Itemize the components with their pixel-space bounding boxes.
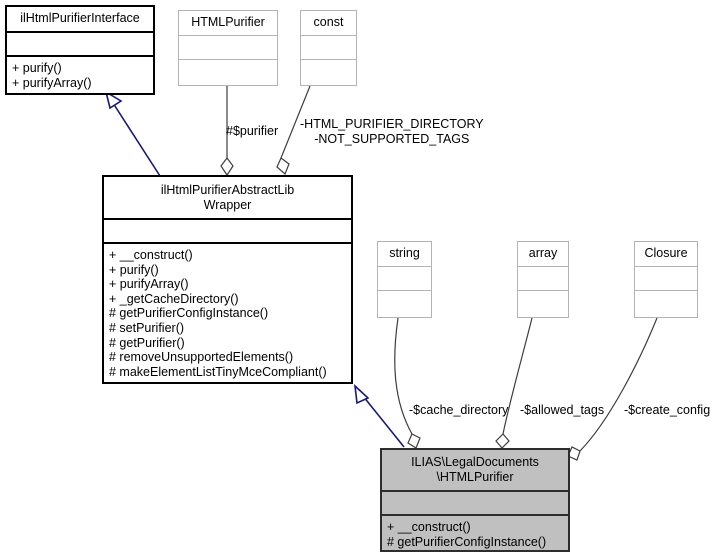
class-box-ilhtmlpurifierinterface[interactable]: ilHtmlPurifierInterface + purify() + pur…: [5, 5, 155, 95]
operation-purify: + purify(): [12, 61, 62, 75]
class-title-const: const: [313, 15, 344, 29]
class-title-closure: Closure: [644, 246, 688, 260]
class-operations-array: [518, 290, 568, 317]
class-box-const[interactable]: const: [300, 10, 357, 86]
edge-label-create-config: -$create_config: [624, 403, 711, 417]
operation-purifyarray: + purifyArray(): [12, 75, 92, 90]
class-attributes-ilias-legaldocuments-htmlpurifier: [382, 490, 568, 514]
class-attributes-array: [518, 266, 568, 290]
class-operations-const: [301, 58, 356, 86]
class-attributes-const: [301, 35, 356, 59]
class-attributes-htmlpurifier: [179, 35, 277, 59]
operation-construct: + __construct(): [387, 520, 471, 534]
class-box-array[interactable]: array: [517, 241, 569, 318]
class-title-ilias-legaldocuments-htmlpurifier: ILIAS\LegalDocuments \HTMLPurifier: [411, 455, 539, 484]
operation-makeelementlisttinymcecompliant: # makeElementListTinyMceCompliant(): [109, 364, 327, 379]
edge-aggregation-array-to-legaldocuments: [495, 317, 533, 449]
class-attributes-closure: [635, 266, 697, 290]
edge-inheritance-legaldocuments-to-abstractwrapper: [353, 383, 405, 448]
operation-setpurifier: # setPurifier(): [109, 320, 185, 335]
class-attributes-string: [378, 266, 431, 290]
operation-purifyarray: + purifyArray(): [109, 277, 189, 292]
class-box-htmlpurifier[interactable]: HTMLPurifier: [178, 10, 278, 86]
class-box-closure[interactable]: Closure: [634, 241, 698, 318]
class-operations-htmlpurifier: [179, 58, 277, 86]
operation-construct: + __construct(): [109, 248, 193, 262]
class-title-ilhtmlpurifierabstractlibwrapper: ilHtmlPurifierAbstractLib Wrapper: [160, 183, 295, 212]
class-attributes-ilhtmlpurifierinterface: [7, 31, 153, 55]
operation-purify: + purify(): [109, 262, 159, 277]
class-box-ilhtmlpurifierabstractlibwrapper[interactable]: ilHtmlPurifierAbstractLib Wrapper + __co…: [102, 175, 353, 384]
class-box-string[interactable]: string: [377, 241, 432, 318]
operation-removeunsupportedelements: # removeUnsupportedElements(): [109, 350, 294, 365]
class-operations-ilhtmlpurifierabstractlibwrapper: + __construct() + purify() + purifyArray…: [104, 242, 351, 384]
class-operations-ilhtmlpurifierinterface: + purify() + purifyArray(): [7, 55, 153, 95]
class-title-ilhtmlpurifierinterface: ilHtmlPurifierInterface: [20, 11, 140, 25]
operation-getpurifierconfiginstance: # getPurifierConfigInstance(): [109, 306, 269, 321]
class-operations-closure: [635, 290, 697, 317]
edge-inheritance-abstractwrapper-to-interface: [104, 90, 161, 177]
edge-label-purifier: #$purifier: [226, 124, 279, 138]
class-attributes-ilhtmlpurifierabstractlibwrapper: [104, 218, 351, 242]
class-operations-string: [378, 290, 431, 317]
class-box-ilias-legaldocuments-htmlpurifier[interactable]: ILIAS\LegalDocuments \HTMLPurifier + __c…: [380, 448, 570, 552]
edge-label-cache-directory: -$cache_directory: [409, 403, 509, 417]
edge-label-const-constants: -HTML_PURIFIER_DIRECTORY -NOT_SUPPORTED_…: [300, 117, 484, 146]
operation-getpurifierconfiginstance: # getPurifierConfigInstance(): [387, 534, 547, 549]
edge-aggregation-closure-to-legaldocuments: [567, 317, 658, 461]
edge-aggregation-string-to-legaldocuments: [394, 317, 421, 449]
operation-getpurifier: # getPurifier(): [109, 335, 185, 350]
class-operations-ilias-legaldocuments-htmlpurifier: + __construct() # getPurifierConfigInsta…: [382, 514, 568, 554]
class-title-htmlpurifier: HTMLPurifier: [191, 15, 265, 29]
edge-label-allowed-tags: -$allowed_tags: [520, 403, 605, 417]
operation-getcachedirectory: + _getCacheDirectory(): [109, 291, 239, 306]
class-title-string: string: [389, 246, 420, 260]
class-title-array: array: [528, 246, 558, 260]
